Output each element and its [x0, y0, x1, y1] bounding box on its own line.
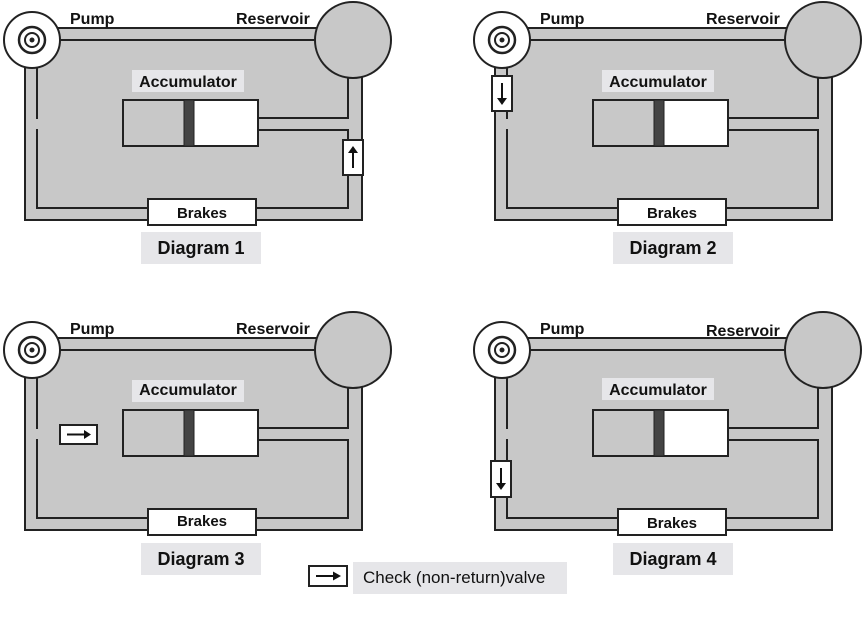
diagram-4-caption: Diagram 4 — [613, 543, 733, 575]
brakes-label: Brakes — [647, 515, 697, 532]
check-valve-up-icon — [342, 139, 364, 176]
pump-label: Pump — [70, 321, 115, 338]
legend-check-valve-icon — [308, 565, 348, 587]
brakes-label: Brakes — [647, 205, 697, 222]
pump-label: Pump — [540, 321, 585, 338]
reservoir-label: Reservoir — [706, 323, 780, 340]
diagram-2: Pump Reservoir Accumulator Brakes — [472, 0, 862, 227]
diagram-4: Pump Reservoir Accumulator Brakes — [472, 310, 862, 537]
diagram-3: Pump Reservoir Accumulator Brakes — [2, 310, 393, 537]
diagram-2-caption: Diagram 2 — [613, 232, 733, 264]
pump-label: Pump — [540, 11, 585, 28]
reservoir-label: Reservoir — [236, 321, 310, 338]
check-valve-right-icon — [59, 424, 98, 445]
diagram-3-caption: Diagram 3 — [141, 543, 261, 575]
accumulator-label: Accumulator — [139, 74, 237, 91]
reservoir-label: Reservoir — [706, 11, 780, 28]
legend-label: Check (non-return)valve — [353, 562, 567, 594]
reservoir-label: Reservoir — [236, 11, 310, 28]
brakes-label: Brakes — [177, 513, 227, 530]
accumulator-label: Accumulator — [609, 382, 707, 399]
check-valve-down-icon — [490, 460, 512, 498]
brakes-label: Brakes — [177, 205, 227, 222]
accumulator-label: Accumulator — [139, 382, 237, 399]
diagram-1: Pump Reservoir Accumulator Brakes — [2, 0, 393, 227]
pump-label: Pump — [70, 11, 115, 28]
diagram-1-caption: Diagram 1 — [141, 232, 261, 264]
accumulator-label: Accumulator — [609, 74, 707, 91]
check-valve-down-icon — [491, 75, 513, 112]
